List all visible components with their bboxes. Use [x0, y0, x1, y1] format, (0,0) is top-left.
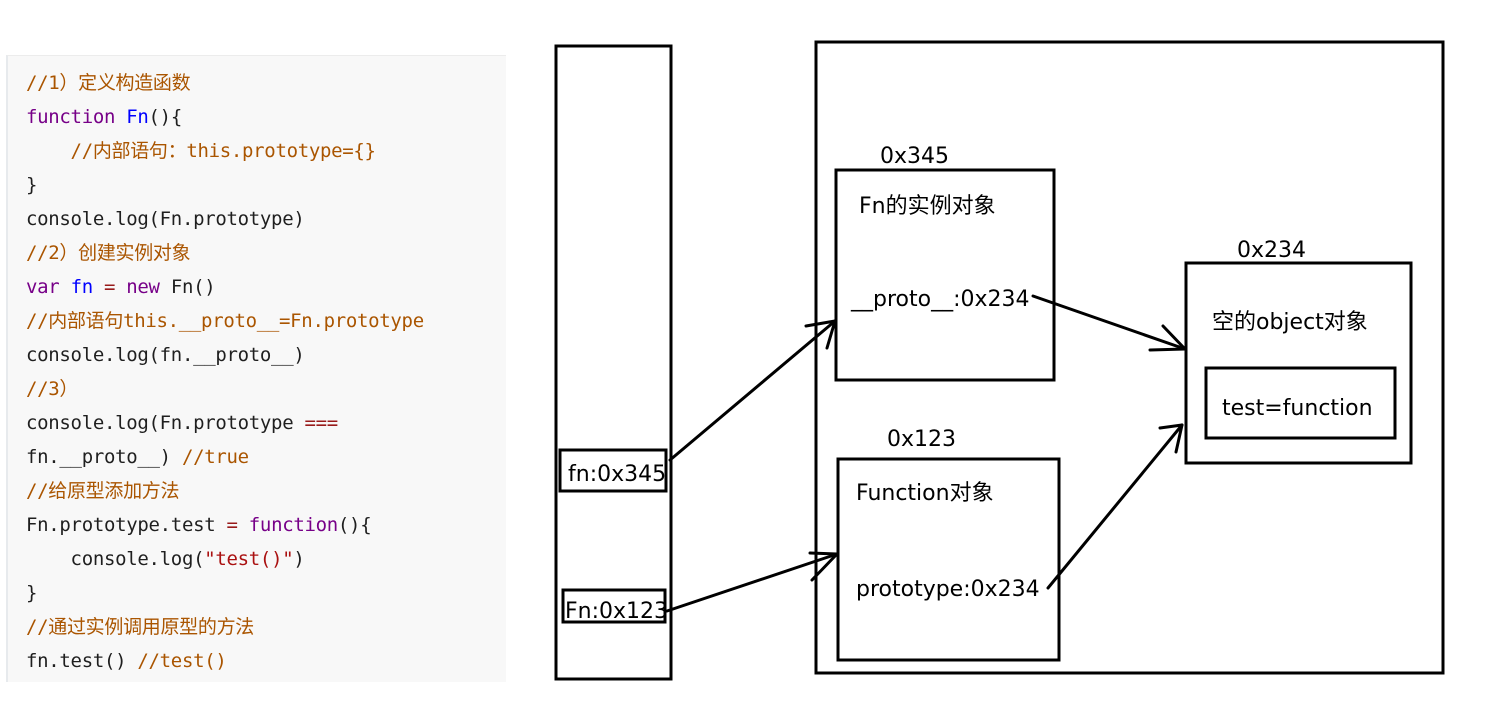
code-line: var fn = new Fn(): [26, 270, 216, 304]
code-token-comment: //2）创建实例对象: [26, 242, 191, 264]
code-line: fn.test() //test(): [26, 644, 227, 678]
code-token-keyword: function: [26, 106, 116, 128]
code-token-plain: }: [26, 582, 38, 604]
code-line: //3）: [26, 372, 78, 406]
arrow-Fn-to-function-object: [665, 551, 839, 613]
code-line: //内部语句：this.prototype={}: [26, 134, 376, 168]
code-line: console.log("test()"): [26, 542, 305, 576]
code-line: //给原型添加方法: [26, 474, 179, 508]
stack-var-fn-box: [558, 448, 668, 493]
code-token-comment: //内部语句：this.prototype={}: [26, 140, 376, 162]
prototype-object-address: 0x234: [1237, 238, 1306, 263]
code-token-plain: Fn.prototype.test: [26, 514, 227, 536]
function-object-title: Function对象: [856, 481, 994, 506]
code-token-plain: ): [293, 548, 305, 570]
code-token-plain: (){: [148, 106, 183, 128]
test-method-box: [1204, 366, 1397, 440]
arrow-proto-to-prototype-object: [1031, 294, 1187, 352]
code-token-plain: console.log(Fn.prototype: [26, 412, 305, 434]
code-line: Fn.prototype.test = function(){: [26, 508, 372, 542]
code-token-comment: //test(): [137, 650, 227, 672]
code-token-plain: console.log(Fn.prototype): [26, 208, 305, 230]
code-token-plain: }: [26, 174, 38, 196]
code-line: //1）定义构造函数: [26, 66, 191, 100]
code-token-keyword: function: [248, 514, 338, 536]
code-line: console.log(Fn.prototype): [26, 202, 305, 236]
code-token-plain: fn.__proto__): [26, 446, 182, 468]
code-token-plain: console.log(: [26, 548, 205, 570]
code-line: function Fn(){: [26, 100, 182, 134]
code-line: //内部语句this.__proto__=Fn.prototype: [26, 304, 424, 338]
stack-var-Fn-label: Fn:0x123: [565, 599, 668, 624]
function-object-prototype-property: prototype:0x234: [856, 577, 1040, 602]
heap-container: [814, 40, 1445, 675]
code-line: //通过实例调用原型的方法: [26, 610, 254, 644]
instance-object-box: [834, 168, 1056, 382]
code-token-plain: fn.test(): [26, 650, 138, 672]
code-token-plain: (){: [337, 514, 372, 536]
function-object-box: [836, 457, 1061, 662]
stack-column: [554, 44, 673, 681]
code-line: }: [26, 168, 37, 202]
code-token-op: =: [226, 514, 238, 536]
code-token-comment: //true: [181, 446, 249, 468]
code-token-op: =: [103, 276, 116, 298]
code-token-keyword: var: [26, 276, 60, 298]
code-token-plain: console.log(fn.__proto__): [26, 344, 305, 366]
arrow-prototype-to-prototype-object: [1046, 423, 1184, 590]
code-token-keyword: new: [126, 276, 160, 298]
code-token-comment: //通过实例调用原型的方法: [26, 616, 254, 638]
test-method-label: test=function: [1222, 396, 1373, 421]
code-token-string: "test()": [204, 548, 294, 570]
code-line: console.log(Fn.prototype ===: [26, 406, 338, 440]
code-token-op: ===: [304, 412, 338, 434]
code-token-def: Fn: [126, 106, 149, 128]
code-token-plain: Fn(): [159, 276, 216, 298]
prototype-object-box: [1184, 261, 1413, 465]
code-line: }: [26, 576, 37, 610]
instance-object-title: Fn的实例对象: [859, 194, 996, 219]
code-line: fn.__proto__) //true: [26, 440, 249, 474]
function-object-address: 0x123: [887, 427, 956, 452]
code-line: //2）创建实例对象: [26, 236, 191, 270]
code-token-comment: //3）: [26, 378, 79, 400]
code-token-def: fn: [70, 276, 94, 298]
code-line: console.log(fn.__proto__): [26, 338, 305, 372]
code-token-comment: //内部语句this.__proto__=Fn.prototype: [26, 310, 424, 332]
code-token-comment: //给原型添加方法: [26, 480, 180, 502]
instance-object-address: 0x345: [880, 144, 949, 169]
prototype-object-title: 空的object对象: [1212, 310, 1368, 335]
arrow-fn-to-instance: [668, 319, 837, 462]
instance-object-proto-property: __proto__:0x234: [850, 287, 1030, 312]
code-token-comment: //1）定义构造函数: [26, 72, 191, 94]
stack-var-fn-label: fn:0x345: [568, 462, 666, 487]
stack-var-Fn-box: [561, 588, 667, 624]
